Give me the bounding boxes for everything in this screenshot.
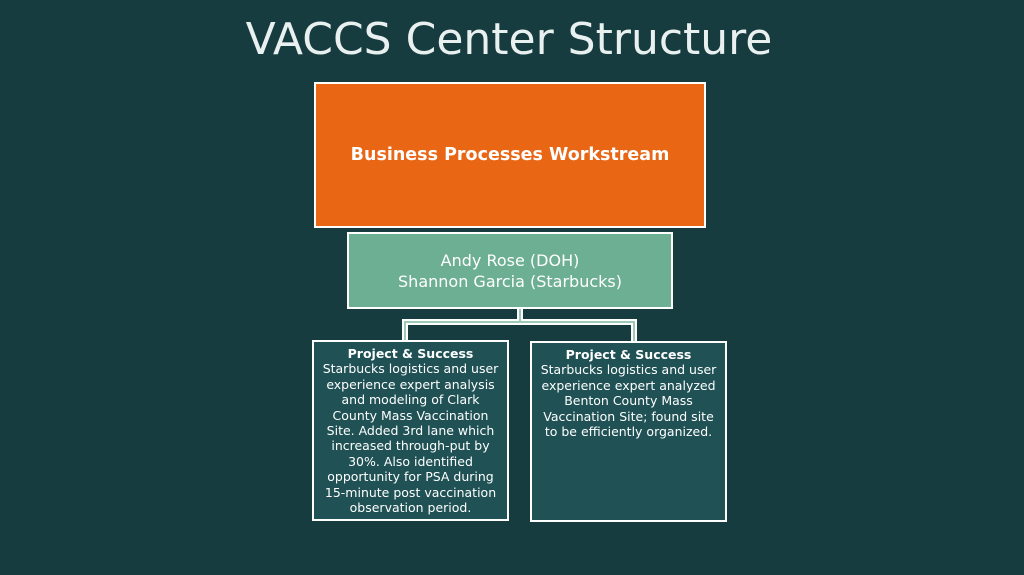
lead-name-2: Shannon Garcia (Starbucks) (398, 271, 622, 291)
connector-fill (404, 309, 635, 341)
workstream-box: Business Processes Workstream (314, 82, 706, 228)
workstream-label: Business Processes Workstream (350, 145, 670, 165)
project-card-benton-county: Project & Success Starbucks logistics an… (530, 341, 727, 522)
project-card-heading: Project & Success (347, 346, 474, 361)
lead-name-1: Andy Rose (DOH) (440, 250, 580, 270)
leads-box: Andy Rose (DOH) Shannon Garcia (Starbuck… (347, 232, 673, 309)
project-card-body: Starbucks logistics and user experience … (322, 361, 499, 516)
project-card-clark-county: Project & Success Starbucks logistics an… (312, 340, 509, 521)
project-card-body: Starbucks logistics and user experience … (540, 362, 717, 440)
project-card-heading: Project & Success (565, 347, 692, 362)
page-title: VACCS Center Structure (245, 14, 773, 65)
